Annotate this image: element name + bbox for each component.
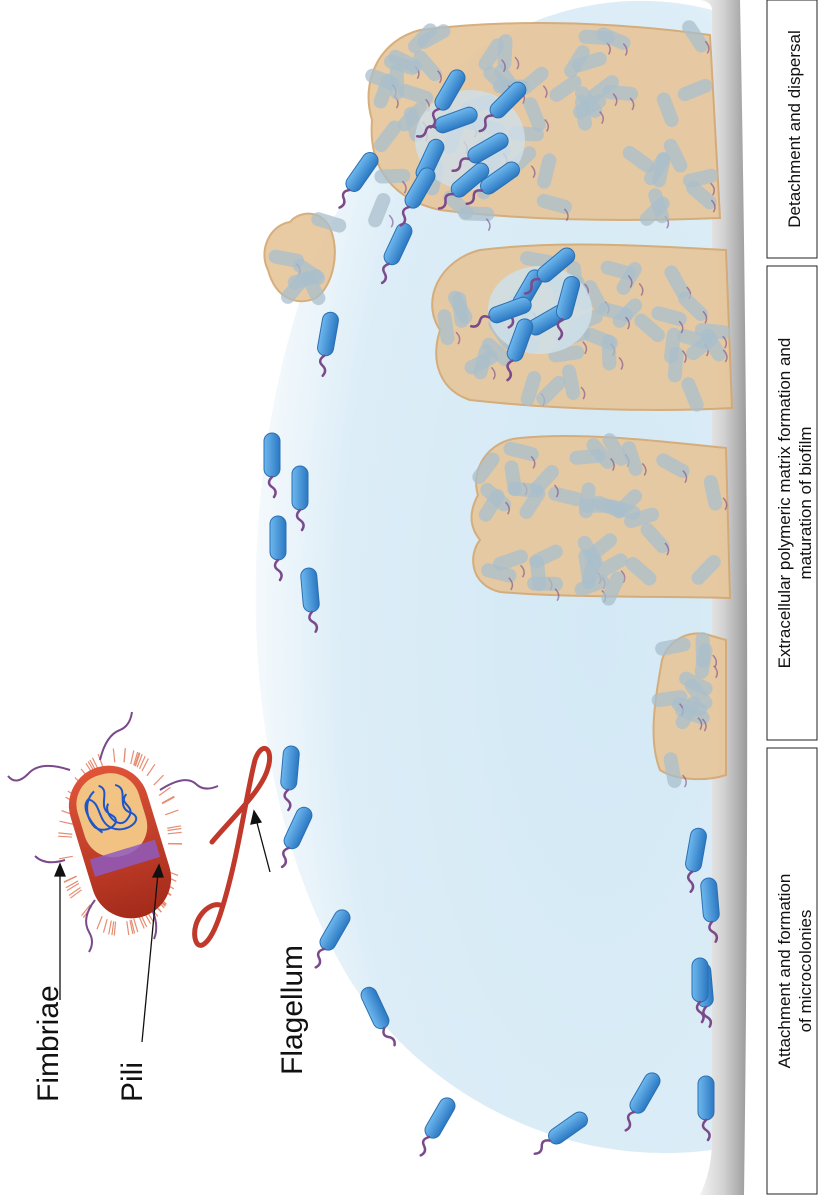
embedded-bacterium <box>601 334 616 370</box>
fimbria <box>147 764 155 776</box>
fimbria <box>127 921 129 935</box>
fimbria <box>97 916 102 929</box>
flagellum-icon <box>195 748 270 945</box>
fimbria <box>64 876 77 882</box>
fimbria <box>59 856 73 859</box>
fimbria <box>168 832 182 833</box>
stage-detachment: Detachment and dispersal <box>767 0 817 258</box>
fimbria <box>103 919 107 932</box>
fimbria <box>162 796 174 803</box>
fimbria <box>113 749 115 763</box>
stage-attachment-line2: of microcolonies <box>796 910 815 1033</box>
pili-label: Pili <box>116 1062 149 1102</box>
stage-attachment-line1: Attachment and formation <box>775 874 794 1069</box>
flagellum-label: Flagellum <box>276 945 309 1075</box>
embedded-bacterium <box>458 206 494 221</box>
fimbria <box>167 826 181 828</box>
stage-detachment-line1: Detachment and dispersal <box>785 30 804 228</box>
stage-matrix-line2: maturation of biofilm <box>796 426 815 579</box>
stage-matrix: Extracellular polymeric matrix formation… <box>767 266 817 740</box>
stage-matrix-line1: Extracellular polymeric matrix formation… <box>775 338 794 669</box>
fimbria <box>139 916 144 929</box>
fimbria <box>165 810 178 815</box>
fimbria <box>109 921 112 935</box>
fimbria <box>112 921 114 935</box>
bacterium <box>412 1095 458 1158</box>
bacterium-anatomy <box>8 712 270 952</box>
fimbria <box>58 836 72 837</box>
embedded-bacterium <box>374 169 410 184</box>
fimbria <box>58 833 72 834</box>
fimbria <box>114 922 115 936</box>
fimbria <box>162 797 174 804</box>
fimbriae-label: Fimbriae <box>32 985 65 1102</box>
fimbria <box>60 821 74 824</box>
fimbria <box>131 750 134 764</box>
fimbria <box>124 748 125 762</box>
fimbria <box>134 919 138 932</box>
pilus <box>8 766 70 781</box>
stage-attachment: Attachment and formation of microcolonie… <box>767 748 817 1194</box>
fimbria <box>168 829 182 831</box>
pilus <box>100 712 132 760</box>
fimbria <box>154 775 164 785</box>
embedded-bacterium <box>527 576 563 591</box>
